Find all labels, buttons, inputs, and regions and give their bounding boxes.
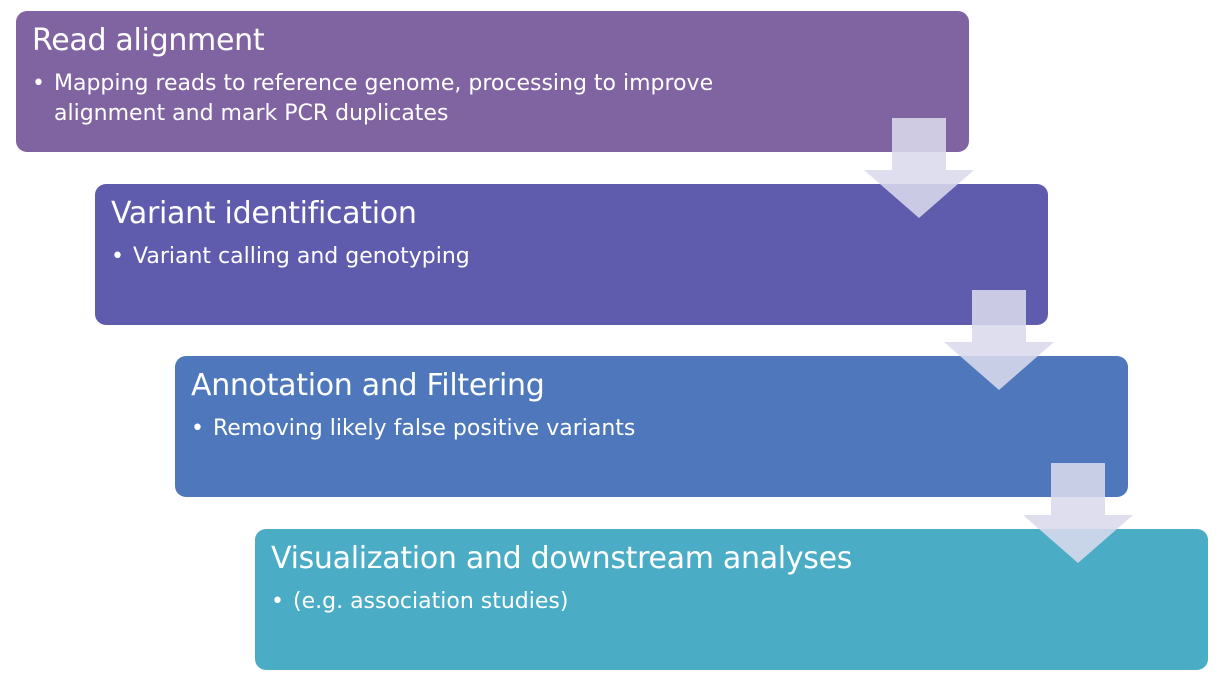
step-bullet: (e.g. association studies) — [271, 587, 1192, 617]
step-title: Annotation and Filtering — [191, 368, 545, 403]
step-bullet-list: Variant calling and genotyping — [111, 242, 1032, 272]
step-visualization: Visualization and downstream analyses (e… — [255, 529, 1208, 670]
step-read-alignment: Read alignment Mapping reads to referenc… — [16, 11, 969, 152]
step-bullet-list: (e.g. association studies) — [271, 587, 1192, 617]
step-title: Read alignment — [32, 23, 265, 58]
step-bullet-list: Mapping reads to reference genome, proce… — [32, 69, 953, 129]
step-bullet: Variant calling and genotyping — [111, 242, 1032, 272]
step-variant-identification: Variant identification Variant calling a… — [95, 184, 1048, 325]
step-annotation-filtering: Annotation and Filtering Removing likely… — [175, 356, 1128, 497]
step-title: Visualization and downstream analyses — [271, 541, 853, 576]
step-bullet-list: Removing likely false positive variants — [191, 414, 1112, 444]
step-bullet: Mapping reads to reference genome, proce… — [32, 69, 714, 129]
down-arrow-icon — [944, 290, 1054, 390]
down-arrow-icon — [864, 118, 974, 218]
step-bullet: Removing likely false positive variants — [191, 414, 1112, 444]
down-arrow-icon — [1023, 463, 1133, 563]
step-title: Variant identification — [111, 196, 417, 231]
